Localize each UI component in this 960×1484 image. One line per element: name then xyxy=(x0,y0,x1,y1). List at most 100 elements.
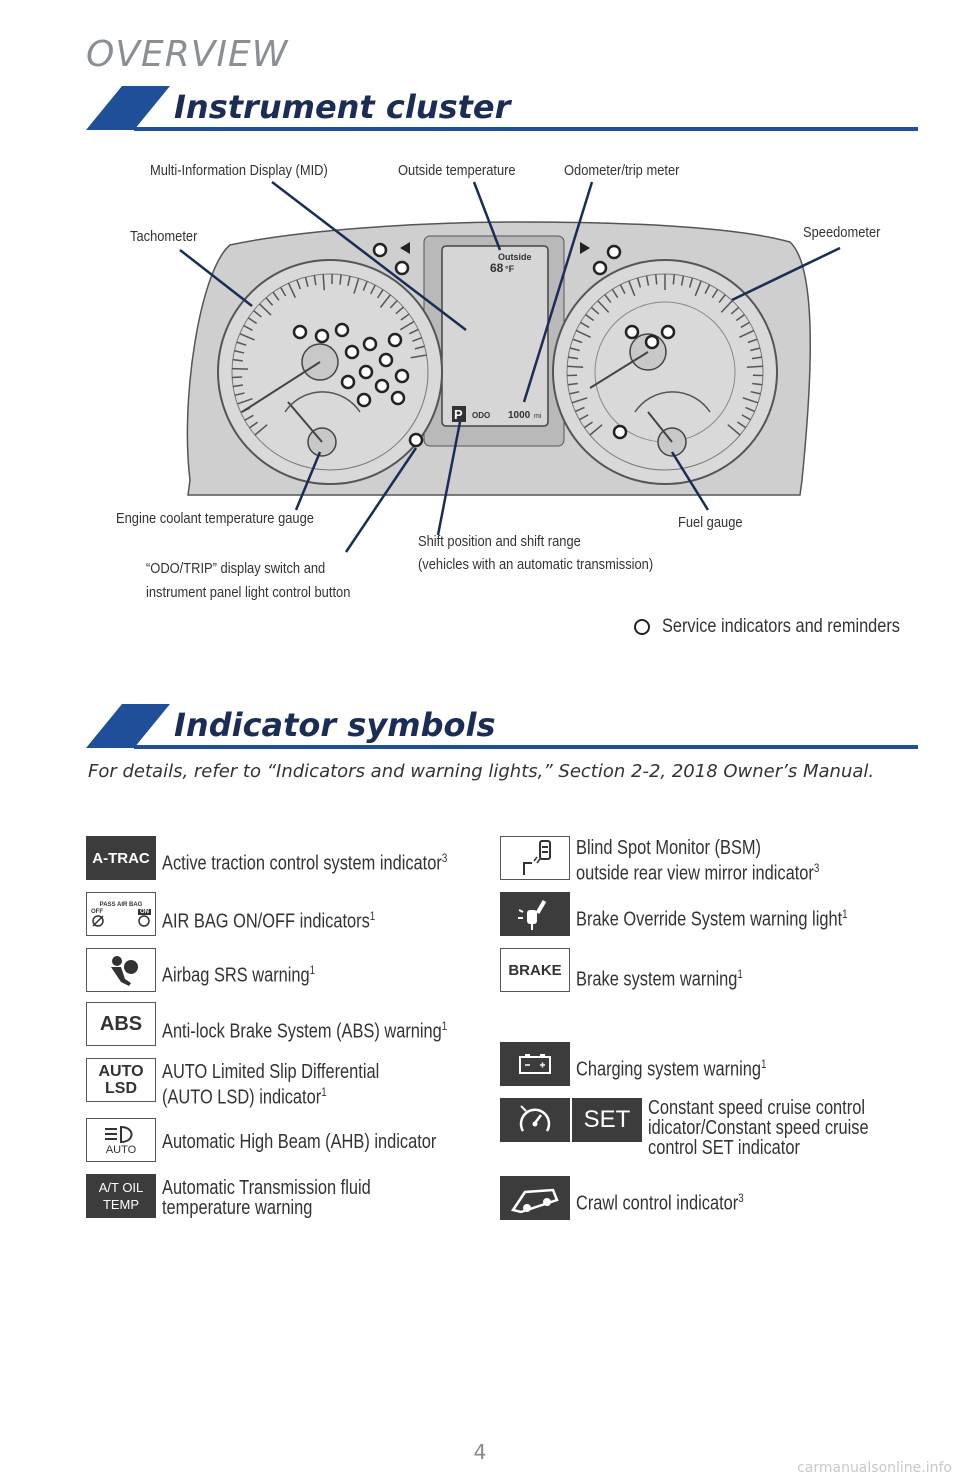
indicator-ahb: AUTO Automatic High Beam (AHB) indicator xyxy=(86,1118,542,1162)
gauge-tick xyxy=(569,390,580,395)
instrument-cluster-illustration: Outside 68 °F P ODO 1000 mi Multi-Inform… xyxy=(116,150,920,620)
gauge-tick xyxy=(249,421,259,429)
gauge-tick xyxy=(232,376,243,379)
mid-screen xyxy=(441,245,549,427)
gauge-tick xyxy=(567,382,578,386)
gauge-tick xyxy=(234,392,245,397)
gauge-tick xyxy=(720,300,733,313)
crawl-control-icon xyxy=(500,1176,570,1220)
mid-gear: P xyxy=(454,407,463,422)
page-number: 4 xyxy=(473,1440,487,1464)
gauge-tick xyxy=(232,367,249,370)
gauge-tick xyxy=(580,321,590,329)
gauge-tick xyxy=(718,294,726,304)
instrument-cluster-title: Instrument cluster xyxy=(174,88,511,126)
gauge-tick xyxy=(585,314,595,322)
indicator-label: Active traction control system indicator… xyxy=(162,851,448,875)
service-indicator-ring-icon xyxy=(634,619,650,635)
gauge-tick xyxy=(339,274,342,285)
instrument-cluster-header: Instrument cluster xyxy=(86,86,918,132)
gauge-tick xyxy=(296,279,301,290)
gauge-tick xyxy=(604,294,612,304)
gauge-tick xyxy=(389,300,398,309)
callout-odo-switch-line2: instrument panel light control button xyxy=(146,584,351,601)
gauge-tick xyxy=(735,314,745,322)
gauge-tick xyxy=(636,277,642,288)
bsm-icon xyxy=(500,836,570,880)
gauge-tick xyxy=(645,275,650,286)
gauge-tick xyxy=(590,306,600,315)
gauge-tick xyxy=(680,275,685,286)
gauge-tick xyxy=(737,421,747,429)
gauge-tick xyxy=(750,347,761,352)
gauge-tick xyxy=(752,382,763,386)
gauge-tick xyxy=(410,354,427,359)
gauge-tick xyxy=(597,300,610,313)
service-legend: Service indicators and reminders xyxy=(634,616,939,638)
gauge-tick xyxy=(742,397,759,404)
gauge-tick xyxy=(400,313,410,321)
gauge-tick xyxy=(628,280,636,297)
battery-icon xyxy=(500,1042,570,1086)
indicator-crawl: Crawl control indicator3 xyxy=(500,1176,956,1220)
airbag-onoff-icon: PASS AIR BAG OFF ON xyxy=(86,892,156,936)
indicator-brake-system: BRAKE Brake system warning1 xyxy=(500,948,956,992)
gauge-tick xyxy=(265,297,274,306)
gauge-tick xyxy=(232,358,243,362)
indicator-bsm: Blind Spot Monitor (BSM)outside rear vie… xyxy=(500,836,956,884)
gauge-tick xyxy=(243,324,253,332)
service-legend-text: Service indicators and reminders xyxy=(662,616,900,637)
gauge-tick xyxy=(694,280,702,297)
callout-coolant: Engine coolant temperature gauge xyxy=(116,510,314,527)
callout-odometer: Odometer/trip meter xyxy=(564,162,680,179)
gauge-tick xyxy=(746,365,763,368)
callout-speedometer: Speedometer xyxy=(803,224,881,241)
watermark-text: carmanualsonline.info xyxy=(797,1460,952,1476)
callout-mid: Multi-Information Display (MID) xyxy=(150,162,328,179)
gauge-tick xyxy=(362,281,368,291)
reference-note: For details, refer to “Indicators and wa… xyxy=(88,761,875,782)
indicator-abs: ABS Anti-lock Brake System (ABS) warning… xyxy=(86,1002,542,1046)
gauge-tick xyxy=(254,424,268,436)
bsm-mirror-icon xyxy=(523,840,551,875)
header-bar-graphic xyxy=(86,86,918,131)
callout-shift-line2: (vehicles with an automatic transmission… xyxy=(418,556,654,573)
gauge-tick xyxy=(236,341,247,346)
indicator-label: Crawl control indicator3 xyxy=(576,1191,744,1215)
atrac-icon: A-TRAC xyxy=(86,836,156,880)
gauge-tick xyxy=(232,384,244,388)
indicator-airbag-onoff: PASS AIR BAG OFF ON AIR BAG ON/OFF indic… xyxy=(86,892,542,936)
indicator-label: Charging system warning1 xyxy=(576,1057,767,1081)
seat-off-icon xyxy=(92,915,104,927)
gauge-tick xyxy=(234,350,245,354)
callout-fuel: Fuel gauge xyxy=(678,514,743,531)
gauge-tick xyxy=(688,277,694,288)
gauge-tick xyxy=(569,347,580,352)
gauge-tick xyxy=(244,414,254,421)
gauge-tick xyxy=(395,306,404,315)
gauge-tick xyxy=(568,356,579,360)
gauge-tick xyxy=(745,406,756,413)
at-oil-temp-icon: A/T OIL TEMP xyxy=(86,1174,156,1218)
gauge-tick xyxy=(412,336,423,342)
indicator-label: Brake system warning1 xyxy=(576,967,743,991)
gauge-tick xyxy=(399,320,415,331)
indicator-label: Anti-lock Brake System (ABS) warning1 xyxy=(162,1019,448,1043)
abs-icon: ABS xyxy=(86,1002,156,1046)
callout-odo-switch-line1: “ODO/TRIP” display switch and xyxy=(146,560,326,577)
indicator-label: Brake Override System warning light1 xyxy=(576,907,848,931)
indicator-label: Automatic High Beam (AHB) indicator xyxy=(162,1131,437,1153)
indicator-airbag-srs: Airbag SRS warning1 xyxy=(86,948,542,992)
overview-heading: OVERVIEW xyxy=(86,34,289,75)
gauge-tick xyxy=(579,414,589,421)
gauge-tick xyxy=(704,284,711,294)
gauge-tick xyxy=(313,275,317,286)
indicator-atrac: A-TRAC Active traction control system in… xyxy=(86,836,542,880)
indicator-label: Blind Spot Monitor (BSM)outside rear vie… xyxy=(576,837,820,885)
seat-on-icon xyxy=(138,915,150,927)
auto-lsd-icon: AUTO LSD xyxy=(86,1058,156,1102)
gauge-tick xyxy=(575,329,591,339)
gauge-tick xyxy=(237,397,253,405)
